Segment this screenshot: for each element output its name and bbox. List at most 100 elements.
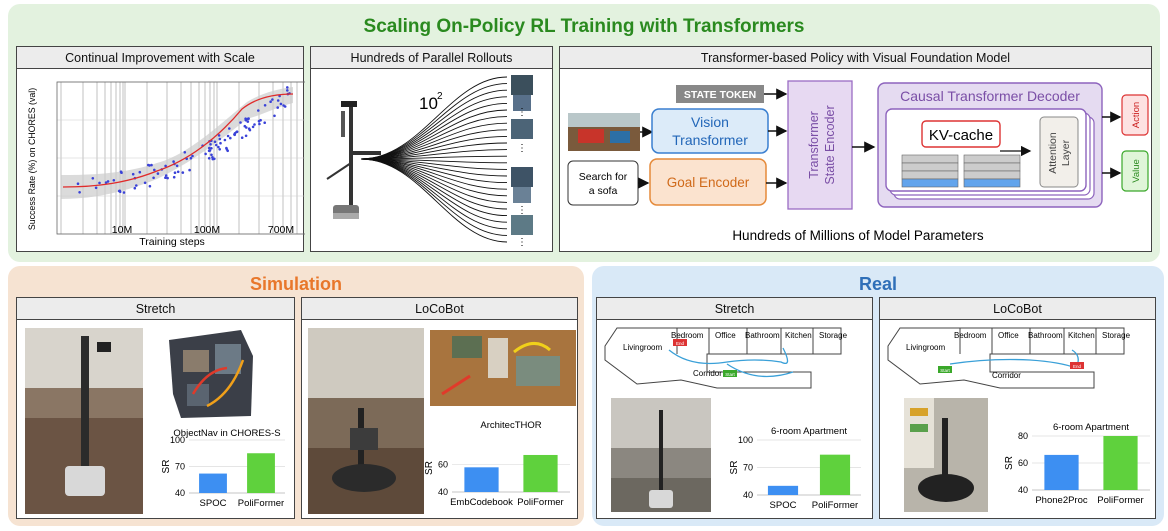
real-stretch-room-storage: Storage: [819, 331, 848, 340]
scaling-point: [263, 121, 266, 124]
goal-text-box: [567, 160, 639, 206]
scaling-point: [112, 179, 116, 182]
scaling-point: [106, 180, 110, 183]
scaling-point: [188, 168, 191, 172]
scaling-point: [229, 136, 232, 140]
scaling-point: [243, 124, 247, 128]
scaling-point: [175, 164, 179, 168]
sim-stretch-title: Stretch: [17, 298, 294, 320]
scaling-point: [152, 176, 155, 180]
real-locobot-x-label-poliformer: PoliFormer: [1097, 495, 1143, 506]
real-stretch-x-label-spoc: SPOC: [770, 500, 797, 511]
real-locobot-end-label: End: [1073, 364, 1082, 369]
scaling-point: [191, 154, 194, 158]
rollouts-panel: Hundreds of Parallel Rollouts 10 2: [310, 46, 553, 252]
real-locobot-end-marker: [1070, 362, 1084, 369]
scaling-chart: 10M 100M 700M Training steps Success Rat…: [27, 81, 305, 248]
policy-diagram: STATE TOKEN Vision Transformer Search fo…: [567, 80, 1149, 243]
sim-stretch-x-label-spoc: SPOC: [200, 498, 227, 509]
vision-transformer-line2: Transformer: [672, 132, 748, 148]
scaling-point: [210, 147, 213, 150]
rollout-thumbnails: ⋮ ⋮ ⋮ ⋮: [511, 75, 533, 248]
real-locobot-y-label: SR: [1004, 456, 1015, 470]
real-locobot-y-tick-1: 60: [1018, 458, 1028, 468]
svg-text:⋮: ⋮: [517, 107, 527, 118]
scaling-point: [213, 157, 216, 161]
real-locobot-room-office: Office: [998, 331, 1019, 340]
real-stretch-end-marker: [673, 339, 687, 346]
scaling-point: [173, 171, 177, 174]
attention-line1: Attention: [1047, 132, 1059, 174]
scaling-point: [215, 143, 218, 147]
real-stretch-room-corridor: Corridor: [693, 369, 722, 378]
robot-stretch-icon: [326, 101, 381, 219]
scaling-panel-title: Continual Improvement with Scale: [17, 47, 303, 69]
real-locobot-room-kitchen: Kitchen: [1068, 331, 1095, 340]
scaling-x-label: Training steps: [139, 236, 205, 248]
scaling-point: [263, 104, 267, 107]
real-stretch-y-tick-2: 40: [743, 490, 753, 500]
real-stretch-room-bathroom: Bathroom: [745, 331, 780, 340]
real-stretch-start-label: Start: [725, 372, 735, 377]
scaling-point: [189, 156, 193, 160]
scaling-point: [269, 100, 272, 103]
scaling-point: [273, 114, 276, 118]
scaling-point: [204, 152, 207, 156]
real-stretch-title: Stretch: [597, 298, 872, 320]
scaling-point: [244, 118, 248, 122]
scaling-gridlines: [57, 81, 305, 235]
scaling-point: [276, 106, 280, 109]
scaling-point: [76, 182, 80, 185]
rollout-line-18: [360, 158, 508, 197]
scaling-point: [207, 157, 211, 160]
scaling-point: [148, 184, 152, 188]
sim-stretch-robot-photo: [25, 328, 143, 514]
goal-encoder-box: [649, 158, 767, 206]
scaling-point: [120, 171, 123, 174]
real-stretch-content: End Start Livingroom Bedroom Office Bath…: [604, 327, 861, 512]
scaling-panel: Continual Improvement with Scale 10M 100…: [16, 46, 305, 252]
action-box: [1121, 94, 1149, 136]
real-stretch-y-label: SR: [729, 461, 740, 475]
rollout-count-exponent: 2: [437, 91, 443, 102]
sim-stretch-bar-spoc: [199, 473, 227, 493]
kv-cache-blocks: [901, 154, 1021, 188]
scaling-point: [133, 186, 137, 190]
sim-locobot-y-label: SR: [424, 461, 435, 475]
policy-panel-title: Transformer-based Policy with Visual Fou…: [560, 47, 1151, 69]
main-title: Scaling On-Policy RL Training with Trans…: [363, 16, 805, 37]
scaling-point: [207, 149, 211, 153]
sim-stretch-bar-poliformer: [247, 453, 275, 493]
scaling-point: [166, 176, 169, 180]
scaling-point: [176, 170, 180, 174]
value-label: Value: [1131, 159, 1142, 183]
scaling-point: [276, 99, 280, 102]
real-title: Real: [858, 274, 898, 294]
sim-stretch-y-label: SR: [161, 460, 172, 474]
scaling-point: [257, 119, 261, 123]
real-stretch-bar-spoc: [767, 485, 799, 495]
real-stretch-photo: [611, 398, 711, 512]
scaling-point: [228, 127, 231, 130]
real-locobot-room-livingroom: Livingroom: [906, 343, 945, 352]
scaling-confidence-band: [61, 87, 293, 199]
real-locobot-floorplan: End Start Livingroom Bedroom Office Bath…: [887, 327, 1131, 389]
rollouts-panel-title: Hundreds of Parallel Rollouts: [311, 47, 552, 69]
scaling-point: [135, 184, 138, 187]
real-locobot-content: End Start Livingroom Bedroom Office Bath…: [887, 327, 1150, 512]
scaling-point: [247, 117, 250, 120]
scaling-point: [233, 133, 236, 137]
scaling-point: [226, 149, 229, 153]
svg-text:⋮: ⋮: [517, 205, 527, 216]
decoder-label: Causal Transformer Decoder: [900, 88, 1080, 104]
scaling-point: [131, 172, 135, 176]
scaling-point: [208, 146, 211, 150]
scaling-plot-frame: [56, 81, 305, 235]
scaling-point: [209, 143, 212, 146]
real-stretch-start-marker: [723, 370, 737, 377]
state-encoder-line2: State Encoder: [823, 105, 837, 184]
scaling-point: [244, 134, 248, 138]
